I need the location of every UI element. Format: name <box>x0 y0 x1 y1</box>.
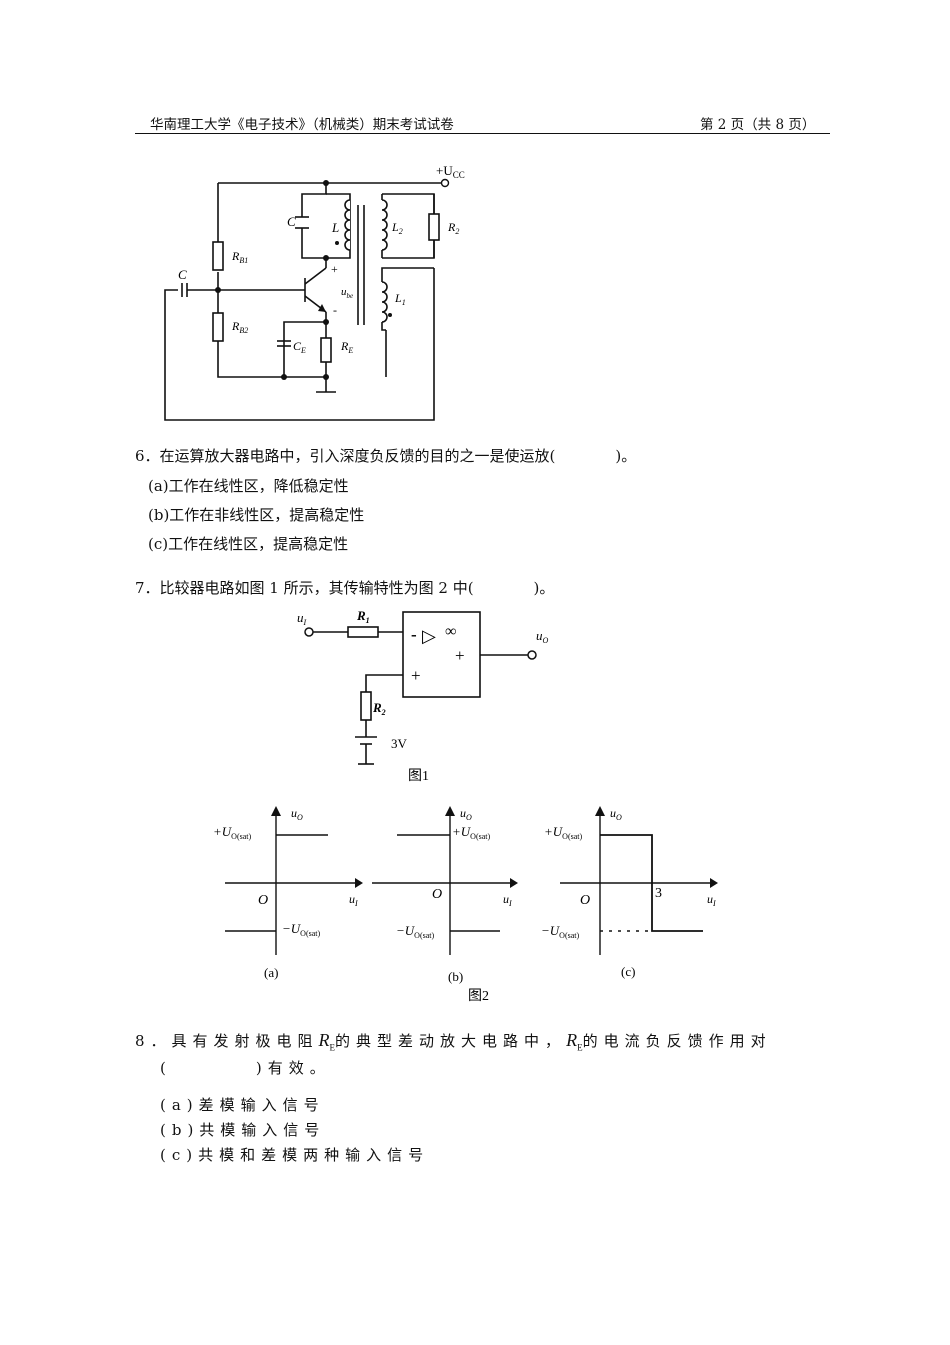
question-8-stem-line2: ( )有效。 <box>160 1059 331 1077</box>
fig2c-origin-label: O <box>580 893 590 908</box>
oscillator-circuit-diagram: +UCC C L L2 R2 RB1 C + ube - L1 RB2 CE R… <box>164 163 465 421</box>
rb1-label: RB1 <box>231 249 248 265</box>
re-label: RE <box>340 339 353 355</box>
question-8-option-c: (c)共模和差模两种输入信号 <box>160 1146 430 1164</box>
question-8-option-b: (b)共模输入信号 <box>160 1121 326 1139</box>
opamp-noninverting-sign: + <box>411 666 421 685</box>
ube-plus-label: + <box>331 262 338 276</box>
question-6-stem: 6．在运算放大器电路中，引入深度负反馈的目的之一是使运放( )。 <box>135 447 637 465</box>
figure-1-caption: 图1 <box>408 769 429 784</box>
fig1-r2-label: R2 <box>372 700 386 717</box>
q8-stem-part-a: 8．具有发射极电阻 <box>135 1032 319 1050</box>
page-header-title: 华南理工大学《电子技术》（机械类）期末考试试卷 <box>150 117 454 133</box>
fig2b-origin-label: O <box>432 887 442 902</box>
fig2a-pos-sat-label: +UO(sat) <box>213 824 252 841</box>
tank-inductor-label: L <box>331 220 339 235</box>
fig2b-neg-sat-label: −UO(sat) <box>396 923 435 940</box>
opamp-infinity-gain: ∞ <box>445 623 456 640</box>
fig2-label-c: (c) <box>621 964 635 979</box>
fig2a-ui-label: uI <box>349 892 358 908</box>
header-rule <box>135 133 830 134</box>
question-7-stem: 7．比较器电路如图 1 所示，其传输特性为图 2 中( )。 <box>135 579 555 597</box>
figure-2-caption: 图2 <box>468 989 489 1004</box>
opamp-triangle-icon: ▷ <box>422 626 436 646</box>
ucc-label: +UCC <box>436 163 465 180</box>
ce-label: CE <box>293 339 306 355</box>
opamp-inverting-sign: - <box>411 625 417 644</box>
fig2b-uo-label: uO <box>460 806 472 822</box>
q8-stem-part-c: 的电流负反馈作用对 <box>582 1032 772 1050</box>
q8-stem-part-b: 的典型差动放大电路中， <box>335 1032 567 1050</box>
q8-re-symbol-2: RE <box>566 1030 583 1053</box>
fig2c-uo-label: uO <box>610 806 622 822</box>
l2-label: L2 <box>391 220 403 236</box>
fig2c-threshold-label: 3 <box>655 886 662 901</box>
fig2a-origin-label: O <box>258 893 268 908</box>
question-6-option-c: (c)工作在线性区，提高稳定性 <box>148 535 349 553</box>
question-6-option-b: (b)工作在非线性区，提高稳定性 <box>148 506 365 524</box>
question-6-option-a: (a)工作在线性区，降低稳定性 <box>148 477 349 495</box>
coupling-capacitor-label: C <box>178 267 187 282</box>
fig2b-ui-label: uI <box>503 892 512 908</box>
fig2a-uo-label: uO <box>291 806 303 822</box>
rb2-label: RB2 <box>231 319 248 335</box>
fig2b-pos-sat-label: +UO(sat) <box>452 824 491 841</box>
fig2-label-a: (a) <box>264 965 278 980</box>
fig2a-neg-sat-label: −UO(sat) <box>282 921 321 938</box>
question-8-stem: 8．具有发射极电阻RE的典型差动放大电路中，RE的电流负反馈作用对 <box>135 1030 835 1053</box>
tank-capacitor-label: C <box>287 214 296 229</box>
fig2c-neg-sat-label: −UO(sat) <box>541 923 580 940</box>
page-number: 第 2 页（共 8 页） <box>700 117 816 133</box>
fig2-label-b: (b) <box>448 969 463 984</box>
q8-re-symbol-1: RE <box>318 1030 336 1053</box>
ube-minus-label: - <box>333 303 337 317</box>
transfer-characteristic-figures: uO +UO(sat) O uI −UO(sat) (a) uO +UO(sat… <box>213 806 718 1004</box>
fig1-uo-label: uO <box>536 628 549 645</box>
fig1-r1-label: R1 <box>356 608 370 625</box>
ube-label: ube <box>341 286 353 300</box>
fig2c-ui-label: uI <box>707 892 716 908</box>
question-8-option-a: (a)差模输入信号 <box>160 1096 325 1114</box>
fig2c-pos-sat-label: +UO(sat) <box>544 824 583 841</box>
fig1-ui-label: uI <box>297 610 307 627</box>
opamp-output-plus: + <box>455 646 465 665</box>
l1-label: L1 <box>394 291 406 307</box>
r2-label: R2 <box>447 220 459 236</box>
battery-voltage-label: 3V <box>391 736 408 751</box>
comparator-circuit-diagram: uI R1 R2 - ▷ ∞ + + uO 3V 图1 <box>297 608 549 784</box>
